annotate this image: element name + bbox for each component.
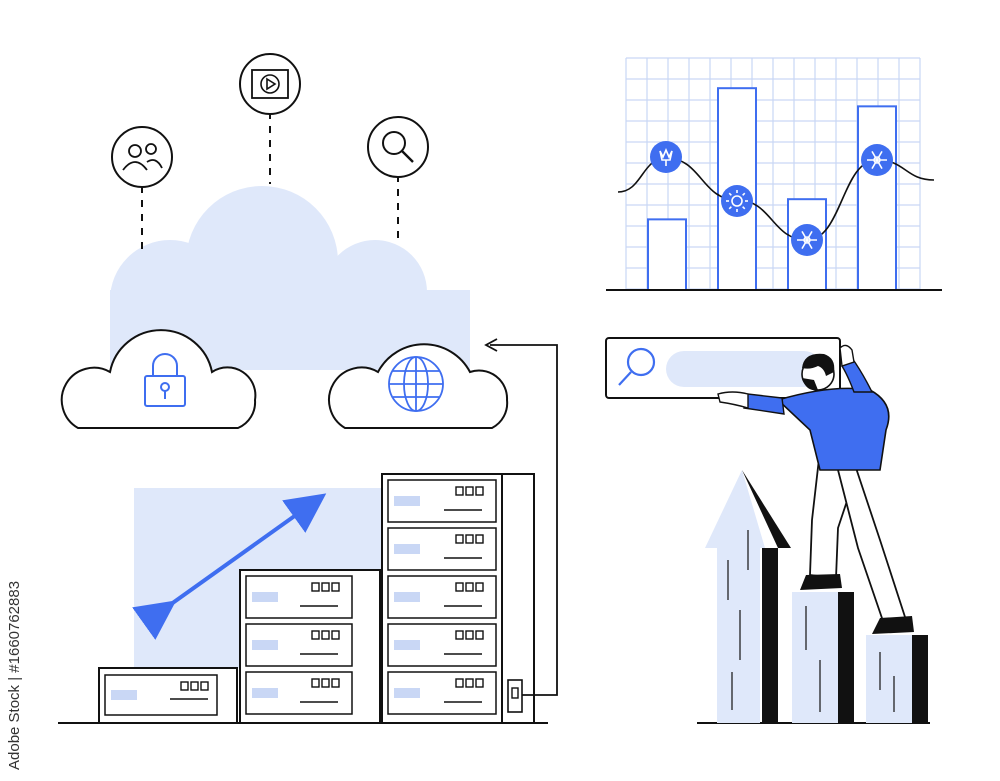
growth-bar-mid	[792, 592, 854, 723]
server-drawer	[245, 671, 353, 715]
cloud-connection-line	[490, 344, 558, 696]
growth-arrow	[705, 470, 791, 723]
person-figure	[717, 344, 914, 634]
flower-icon	[650, 141, 682, 173]
scale-arrow	[132, 493, 327, 640]
growth-bar-right	[866, 635, 928, 723]
server-drawer	[245, 575, 353, 619]
lock-icon	[144, 353, 186, 407]
search-growth-group	[605, 337, 930, 724]
server-tall	[381, 473, 535, 724]
chart-bar	[647, 218, 687, 291]
server-drawer	[387, 623, 497, 667]
secure-cloud	[60, 329, 257, 429]
bar-chart	[606, 57, 942, 292]
play-video-icon	[239, 53, 301, 115]
chart-bars	[647, 87, 897, 292]
cloud-group	[60, 53, 509, 429]
server-small	[98, 667, 238, 724]
snowflake-icon	[861, 144, 893, 176]
server-group	[58, 338, 558, 724]
chart-markers	[650, 141, 893, 256]
server-drawer	[245, 623, 353, 667]
magnify-icon	[367, 116, 429, 178]
server-drawer	[387, 479, 497, 523]
main-cloud	[110, 186, 470, 373]
server-drawer	[387, 671, 497, 715]
server-medium	[239, 569, 381, 724]
server-drawer	[387, 575, 497, 619]
search-icon	[618, 347, 656, 386]
users-icon	[111, 126, 173, 188]
globe-icon	[388, 356, 444, 412]
snowflake-icon	[791, 224, 823, 256]
chart-bar	[857, 105, 897, 291]
sun-icon	[721, 185, 753, 217]
cloud-connectors	[141, 112, 399, 252]
globe-cloud	[328, 343, 509, 429]
server-drawer	[387, 527, 497, 571]
